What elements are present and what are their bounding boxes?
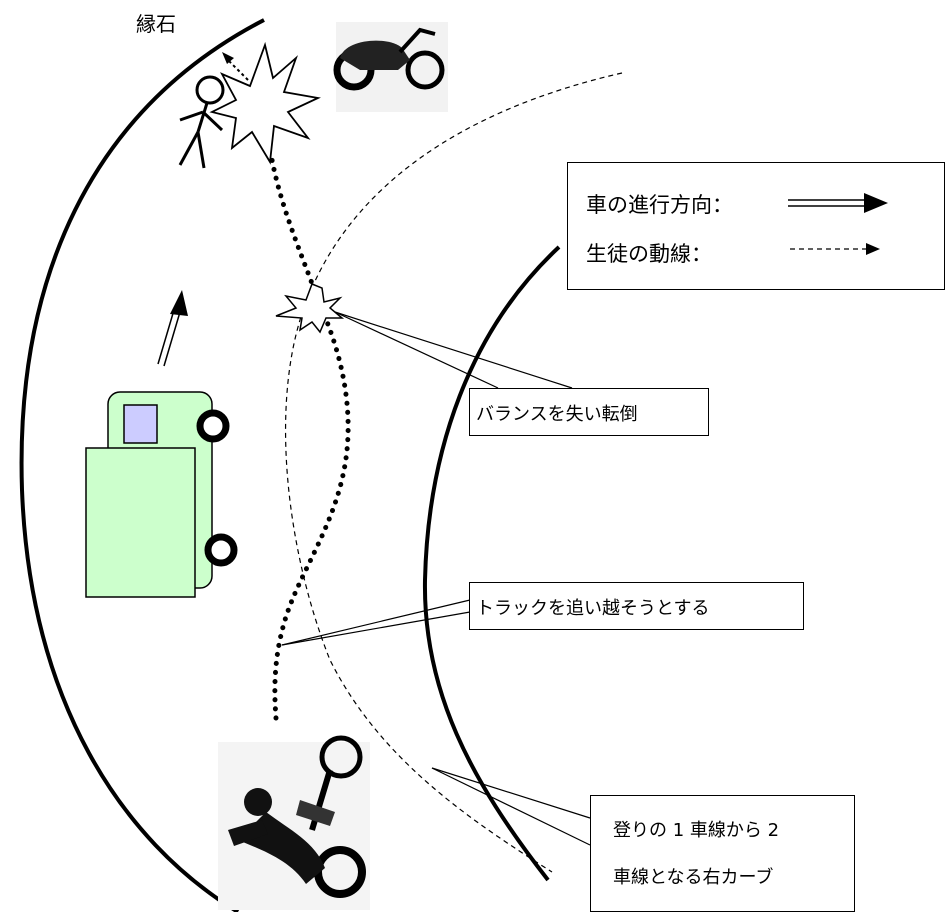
dashed-arrow-icon — [790, 243, 880, 255]
rider-motorcycle-icon — [218, 735, 370, 910]
callout-lost-balance: バランスを失い転倒 — [469, 388, 709, 436]
legend-vehicle-direction: 車の進行方向： — [586, 193, 733, 217]
student-path — [269, 157, 351, 721]
double-line-arrow-icon — [788, 193, 888, 213]
legend-box: 車の進行方向： 生徒の動線： — [567, 162, 945, 290]
legend-student-path: 生徒の動線： — [586, 242, 712, 266]
lane-divider — [284, 72, 623, 873]
curb-left-edge — [19, 18, 265, 912]
callout-lost-balance-text: バランスを失い転倒 — [476, 404, 638, 425]
thrown-direction-arrow-icon — [222, 52, 249, 81]
callout-overtaking-text: トラックを追い越そうとする — [476, 598, 710, 619]
callout-overtaking: トラックを追い越そうとする — [469, 582, 804, 630]
person-icon — [178, 75, 225, 169]
truck-icon — [85, 391, 238, 598]
curb-label: 縁石 — [136, 12, 176, 36]
callout-curve-line-1: 登りの 1 車線から 2 — [613, 820, 780, 841]
small-burst-icon — [275, 283, 345, 334]
callout-leaders — [281, 311, 591, 846]
callout-right-curve: 登りの 1 車線から 2 車線となる右カーブ — [590, 795, 855, 912]
legend-arrows — [788, 193, 888, 255]
parked-motorcycle-icon — [333, 22, 448, 112]
callout-curve-line-2: 車線となる右カーブ — [613, 867, 774, 888]
road-right-edge — [422, 245, 561, 882]
truck-direction-arrow-icon — [157, 290, 188, 367]
collision-burst-icon — [209, 41, 321, 165]
